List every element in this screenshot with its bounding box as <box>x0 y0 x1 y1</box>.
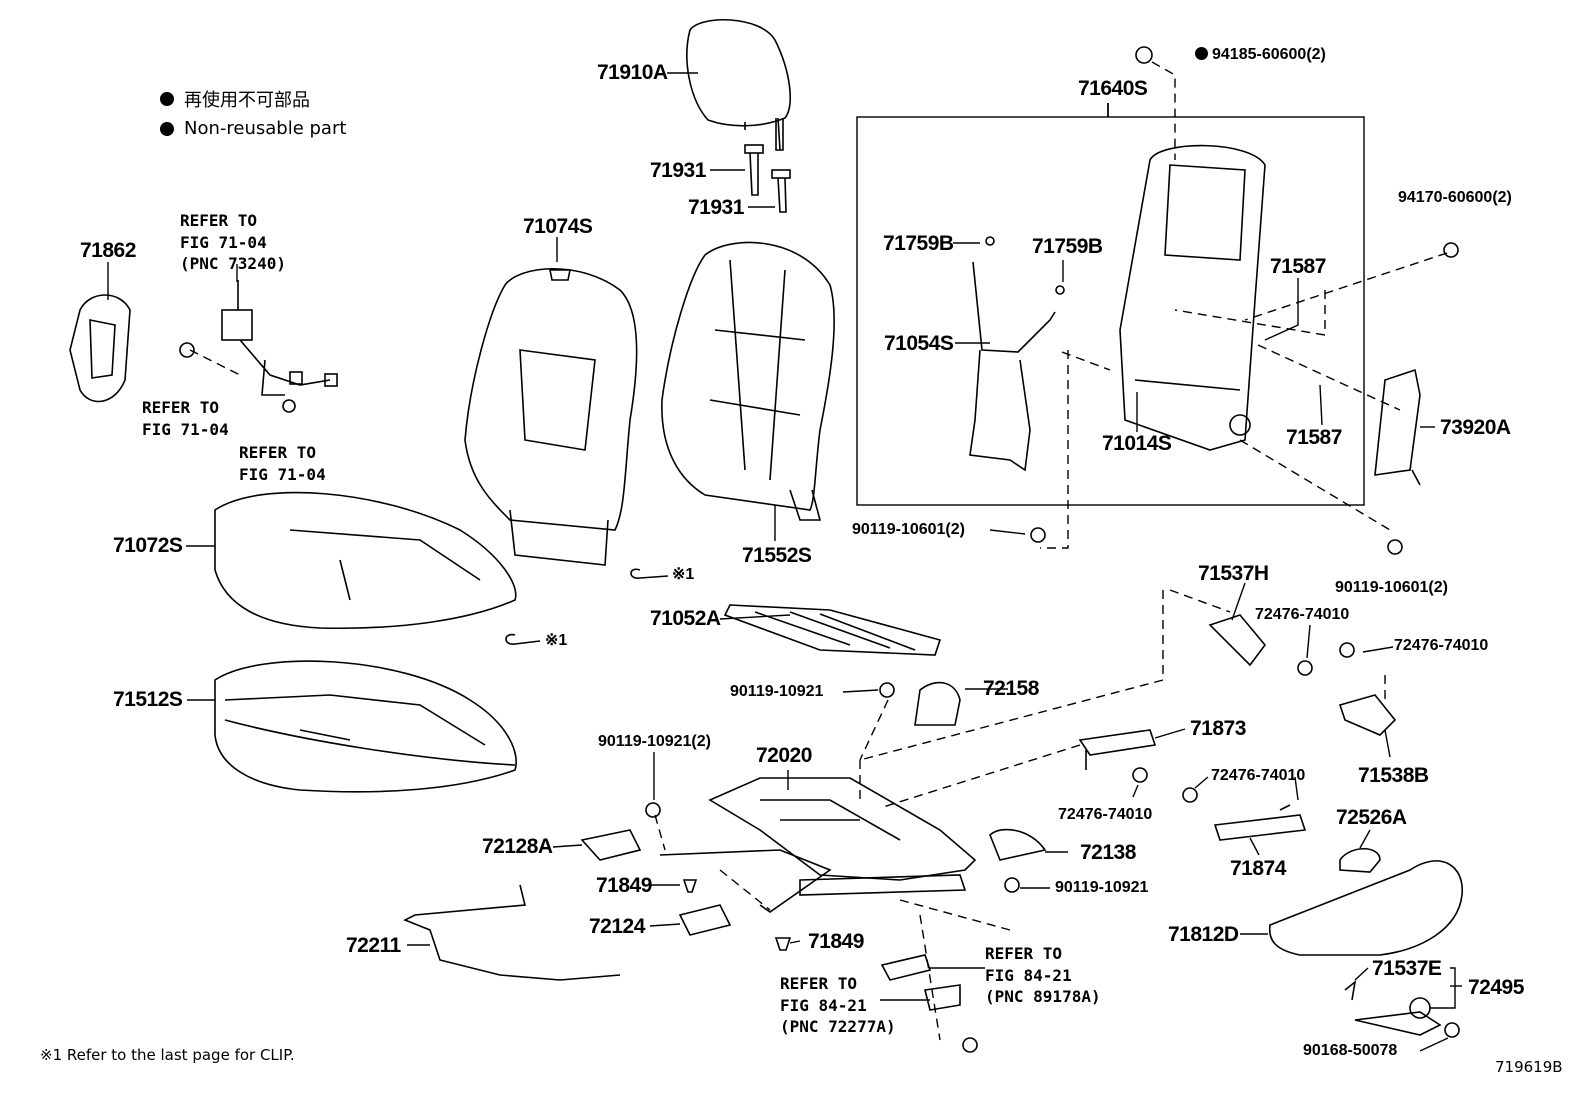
knob-72495-drawing <box>1409 997 1431 1019</box>
non-reusable-dot-icon <box>1195 47 1208 60</box>
refer-note-fig-71-04: REFER TO FIG 71-04 <box>142 398 229 439</box>
bolts <box>645 527 1460 1053</box>
part-label-71537H: 71537H <box>1198 562 1269 585</box>
part-label-71812D: 71812D <box>1168 923 1239 946</box>
refer-note-fig-84-21-pnc-72277A: REFER TO FIG 84-21 (PNC 72277A) <box>780 974 896 1037</box>
headrest-guide-drawing <box>744 144 791 213</box>
part-label-71074S: 71074S <box>523 215 593 238</box>
seat-cushion-cover-drawing <box>214 491 517 630</box>
part-label-90168-50078: 90168-50078 <box>1303 1042 1398 1059</box>
bracket-71873-drawing <box>1078 729 1157 770</box>
nut-94170-drawing <box>1443 242 1459 258</box>
part-label-71640S: 71640S <box>1078 77 1148 100</box>
part-label-71862: 71862 <box>80 239 136 262</box>
refer-note-fig-71-04: REFER TO FIG 71-04 <box>239 443 326 484</box>
clip-marker-2 <box>505 633 541 645</box>
part-label-71538B: 71538B <box>1358 764 1429 787</box>
handle-72495-drawing <box>1354 1011 1442 1036</box>
seatback-pad-drawing <box>661 241 835 521</box>
part-label-71512S: 71512S <box>113 688 183 711</box>
part-label-71014S: 71014S <box>1102 432 1172 455</box>
legend: 再使用不可部品 Non-reusable part <box>160 86 346 145</box>
clip-note-marker: ※1 <box>672 566 695 583</box>
bracket-72277A-drawing <box>924 984 961 1011</box>
part-label-90119-10601: 90119-10601(2) <box>1335 579 1448 596</box>
part-label-71587: 71587 <box>1286 426 1342 449</box>
part-label-72476-74010: 72476-74010 <box>1058 806 1153 823</box>
part-label-71054S: 71054S <box>884 332 954 355</box>
part-label-90119-10921: 90119-10921 <box>730 683 824 700</box>
cover-72138-drawing <box>989 828 1047 861</box>
part-label-71931: 71931 <box>650 159 706 182</box>
part-label-71873: 71873 <box>1190 717 1246 740</box>
headrest-drawing <box>686 18 791 151</box>
part-label-71537E: 71537E <box>1372 957 1442 980</box>
part-label-90119-10921-x2: 90119-10921(2) <box>598 733 711 750</box>
cable-72211-drawing <box>403 884 621 981</box>
non-reusable-dot-icon <box>160 121 174 136</box>
rail-cover-72124-drawing <box>678 904 732 936</box>
figure-id: 719619B <box>1495 1058 1563 1076</box>
clip-marker-1 <box>630 568 669 579</box>
part-label-72124: 72124 <box>589 915 645 938</box>
leader-lines <box>107 72 1462 1052</box>
part-label-71052A: 71052A <box>650 607 721 630</box>
part-label-72476-74010: 72476-74010 <box>1394 637 1489 654</box>
part-label-71931: 71931 <box>688 196 744 219</box>
part-label-71849: 71849 <box>596 874 652 897</box>
spring-71052A-drawing <box>723 604 942 656</box>
part-label-90119-10921: 90119-10921 <box>1055 879 1149 896</box>
legend-english: Non-reusable part <box>184 118 347 139</box>
cover-72158-drawing <box>914 681 961 726</box>
part-label-72476-74010: 72476-74010 <box>1211 767 1306 784</box>
legend-japanese: 再使用不可部品 <box>184 90 310 111</box>
nut-94185-drawing <box>1135 46 1153 64</box>
seat-cushion-pad-drawing <box>214 660 517 793</box>
seatback-cover-drawing <box>464 267 638 566</box>
part-label-71874: 71874 <box>1230 857 1286 880</box>
dashed-leaders <box>189 61 1448 1041</box>
clip-footnote: ※1 Refer to the last page for CLIP. <box>40 1046 295 1064</box>
part-label-71552S: 71552S <box>742 544 812 567</box>
clip-note-marker: ※1 <box>545 632 568 649</box>
clip-71537E-drawing <box>1344 980 1357 1001</box>
side-part-71862-drawing <box>69 294 131 403</box>
part-label-71910A: 71910A <box>597 61 668 84</box>
shield-71812D-drawing <box>1268 860 1463 956</box>
part-label-94170: 94170-60600(2) <box>1398 189 1512 206</box>
seatback-frame-drawing <box>1119 144 1266 451</box>
bracket-71538B-drawing <box>1338 694 1397 736</box>
rail-cover-72128A-drawing <box>580 829 642 861</box>
refer-note-fig-84-21-pnc-89178A: REFER TO FIG 84-21 (PNC 89178A) <box>985 944 1101 1007</box>
part-label-72158: 72158 <box>983 677 1039 700</box>
part-label-72495: 72495 <box>1468 976 1524 999</box>
part-label-72128A: 72128A <box>482 835 553 858</box>
part-label-73920A: 73920A <box>1440 416 1511 439</box>
part-label-71072S: 71072S <box>113 534 183 557</box>
part-label-90119-10601: 90119-10601(2) <box>852 521 965 538</box>
part-label-71759B: 71759B <box>883 232 954 255</box>
part-label-72526A: 72526A <box>1336 806 1407 829</box>
frame-assembly-box <box>856 116 1365 506</box>
bracket-71874-drawing <box>1213 804 1307 841</box>
knob-72526A-drawing <box>1339 847 1381 873</box>
seat-frame-drawing <box>659 777 977 913</box>
belt-buckle-drawing <box>179 280 338 413</box>
bracket-89178A-drawing <box>880 954 932 981</box>
refer-note-fig-71-04-pnc-73240: REFER TO FIG 71-04 (PNC 73240) <box>180 211 286 274</box>
non-reusable-dot-icon <box>160 92 174 106</box>
part-number-text: 94185-60600(2) <box>1212 46 1326 63</box>
part-label-71849: 71849 <box>808 930 864 953</box>
part-label-71759B: 71759B <box>1032 235 1103 258</box>
part-label-72138: 72138 <box>1080 841 1136 864</box>
part-label-72476-74010: 72476-74010 <box>1255 606 1350 623</box>
bracket-73920A-drawing <box>1374 368 1421 486</box>
bracket-71537H-drawing <box>1208 614 1267 667</box>
part-label-72211: 72211 <box>346 934 401 957</box>
part-label-94185: 94185-60600(2) <box>1195 47 1326 63</box>
part-label-71587: 71587 <box>1270 255 1326 278</box>
lumbar-wire-drawing <box>969 236 1065 472</box>
part-label-72020: 72020 <box>756 744 812 767</box>
